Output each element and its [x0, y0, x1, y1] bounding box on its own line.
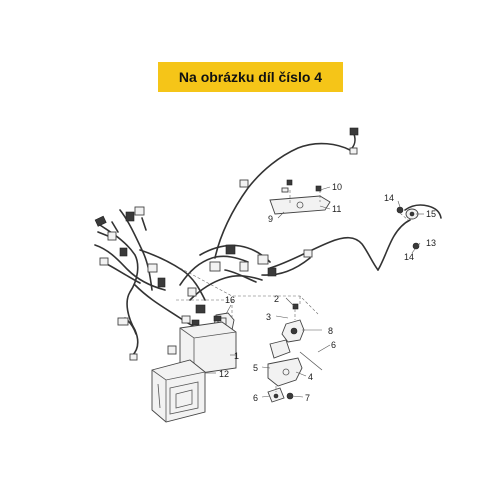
callout-12: 12: [219, 369, 229, 379]
bracket-part-4: [267, 351, 323, 403]
banner-text: Na obrázku díl číslo 4: [178, 69, 323, 85]
battery-part-1: [167, 315, 237, 375]
callout-1: 1: [234, 351, 239, 361]
harness-connectors: [94, 206, 277, 361]
reference-lines: [176, 267, 319, 318]
callout-16: 16: [225, 295, 235, 305]
callout-13: 13: [426, 238, 436, 248]
callout-8: 8: [328, 326, 333, 336]
callout-3: 3: [266, 312, 271, 322]
callout-15: 15: [426, 209, 436, 219]
leader-lines: [205, 186, 424, 398]
callout-4: 4: [308, 372, 313, 382]
bracket-part-9: [269, 179, 331, 215]
battery-box-part-12: [151, 359, 206, 423]
callout-2: 2: [274, 294, 279, 304]
part-number-banner: Na obrázku díl číslo 4: [158, 62, 343, 92]
rear-cable: [269, 204, 442, 271]
callout-labels: 1 2 3 4 5 6 6 7 8 9 10 11 12 13 14 14 15…: [219, 182, 436, 403]
callout-9: 9: [268, 214, 273, 224]
callout-6-lower: 6: [253, 393, 258, 403]
callout-7: 7: [305, 393, 310, 403]
switch-part-8: [269, 303, 305, 359]
callout-14-lower: 14: [404, 252, 414, 262]
callout-11: 11: [332, 204, 341, 214]
front-cable: [214, 127, 359, 259]
callout-10: 10: [332, 182, 342, 192]
callout-6-upper: 6: [331, 340, 336, 350]
callout-14-upper: 14: [384, 193, 394, 203]
callout-5: 5: [253, 363, 258, 373]
